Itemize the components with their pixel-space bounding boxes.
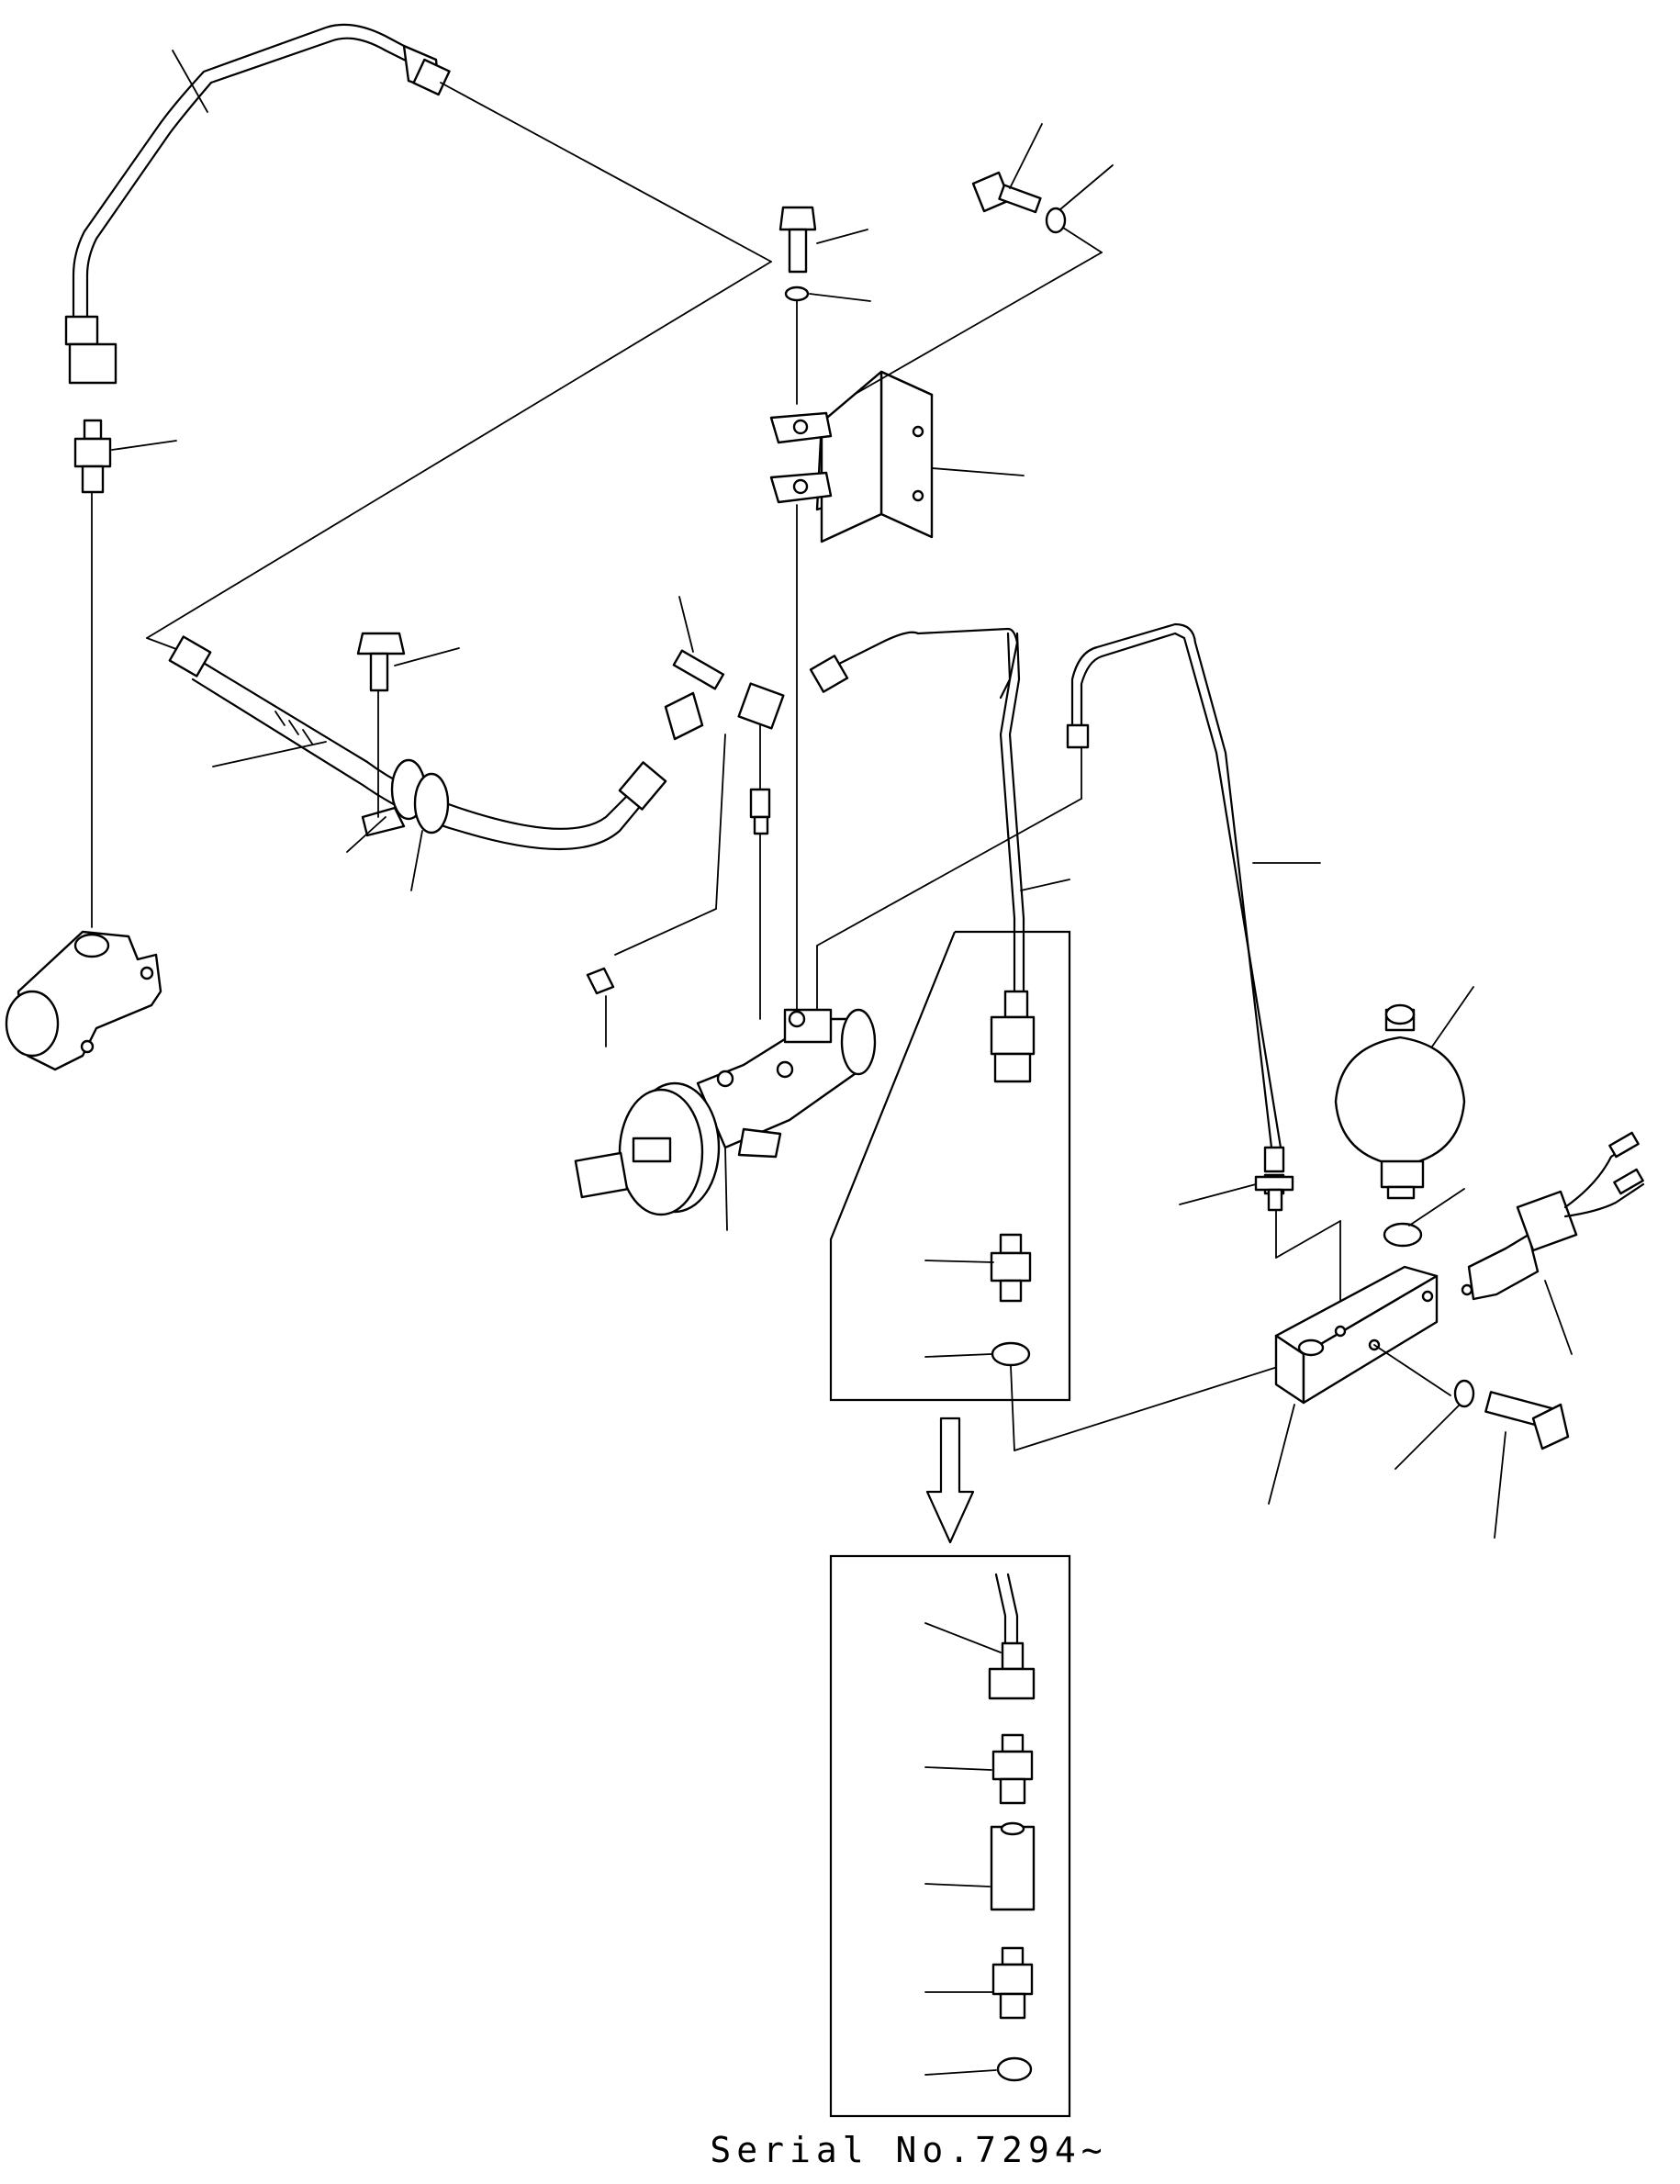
valve-body (5, 930, 162, 1071)
manifold-block (1274, 1265, 1439, 1405)
callout-leader (172, 50, 208, 113)
washer (1045, 207, 1067, 234)
arrow-down-icon (925, 1417, 975, 1544)
serial-number-caption: Serial No.7294~ (710, 2130, 1108, 2170)
banjo-bolt (1484, 1391, 1570, 1450)
washer (784, 286, 810, 302)
brake-pipe (1066, 622, 1285, 1173)
small-nipple (586, 967, 615, 995)
clamp-bolt (356, 632, 406, 692)
hose (168, 635, 667, 851)
connector-fitting (1254, 1173, 1294, 1212)
pressure-switch (1461, 1131, 1645, 1301)
accumulator (1334, 1003, 1466, 1200)
o-ring (1383, 1222, 1423, 1248)
bracket-bolt (778, 206, 817, 274)
washer (1453, 1379, 1475, 1408)
master-cylinder (574, 1008, 877, 1216)
hose-clamp (361, 758, 450, 837)
bleeder-fitting (664, 649, 785, 835)
nipple-fitting (73, 419, 112, 494)
brake-pipe (809, 627, 1036, 1083)
bent-pipe (64, 23, 451, 385)
detail-box-lower (829, 1554, 1071, 2118)
bracket (769, 370, 934, 543)
detail-box (829, 930, 1071, 1402)
mount-bolt (971, 171, 1042, 214)
